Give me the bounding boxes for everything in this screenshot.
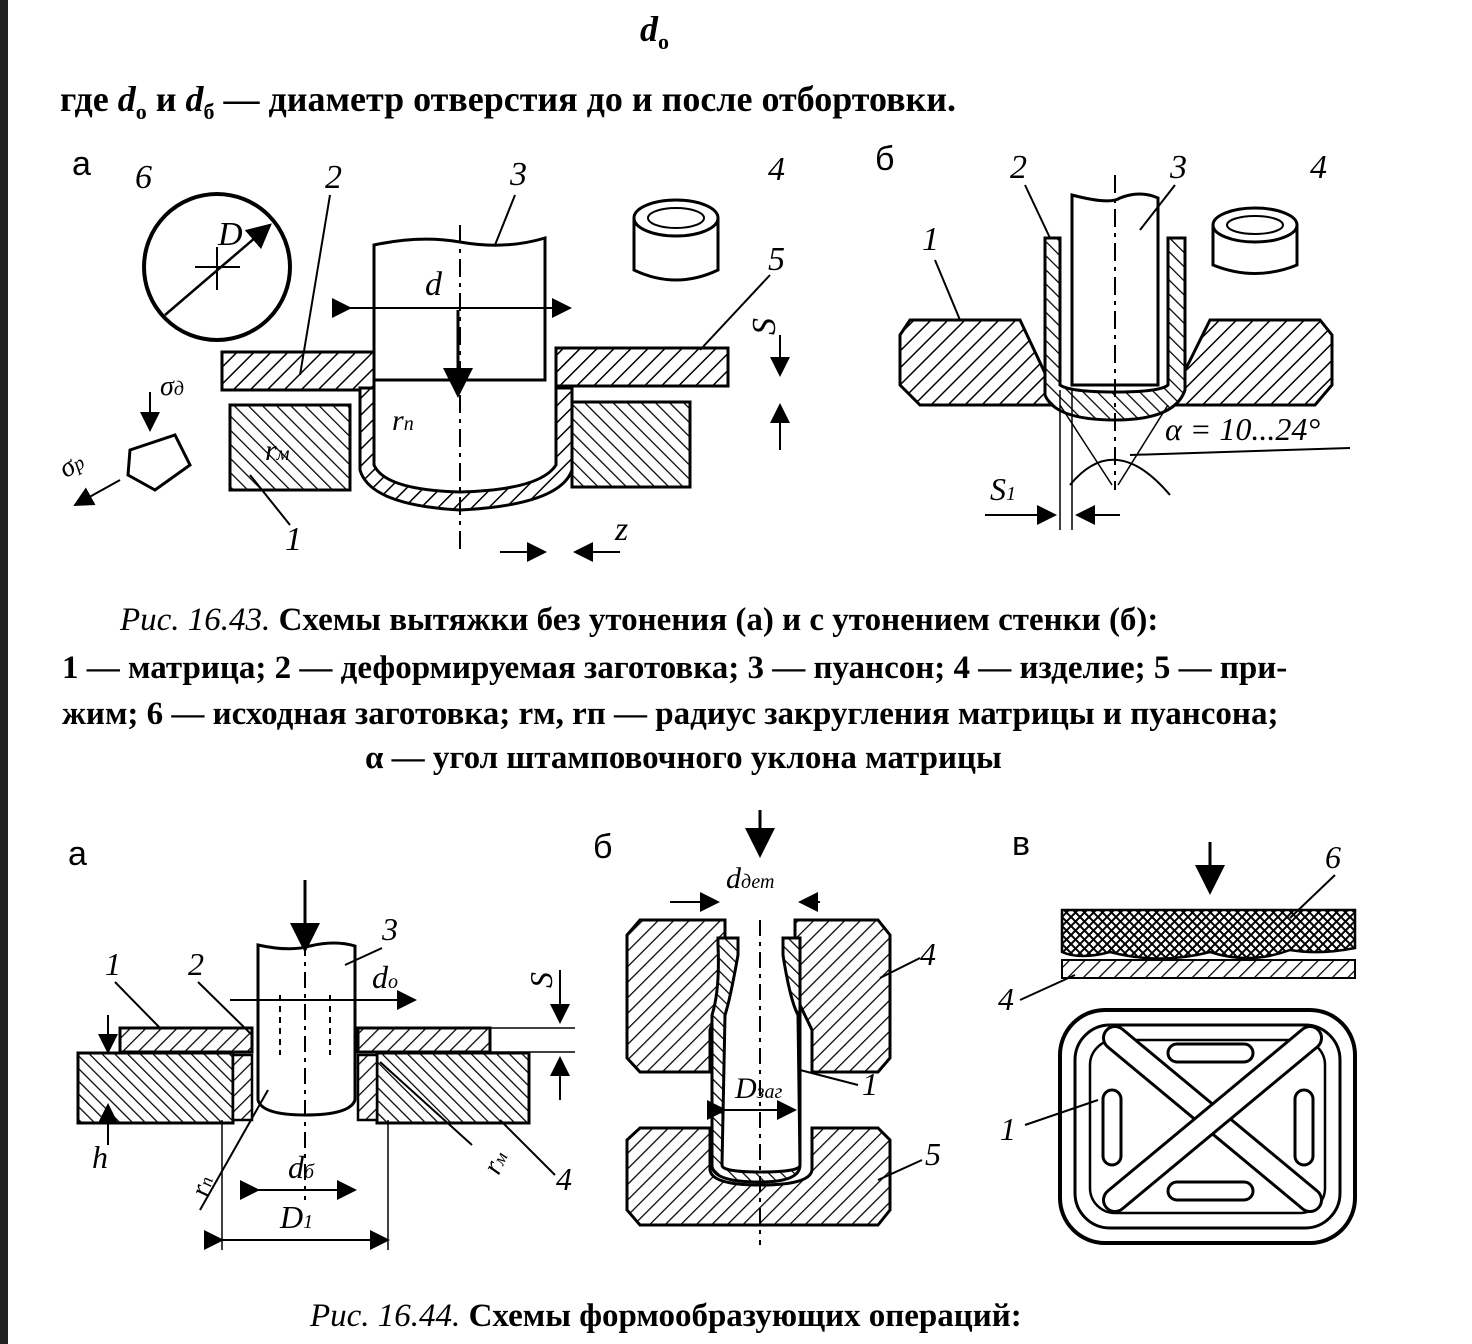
flanging-die-right <box>375 1051 531 1125</box>
label-b-4: 4 <box>1310 149 1327 186</box>
fig44-panel-b-label: б <box>593 828 612 866</box>
where-line: где dо и dб — диаметр отверстия до и пос… <box>60 79 956 125</box>
figure-16-43: а 6 D d 3 2 4 5 1 S z rм rп σд σр б <box>54 140 1351 562</box>
label-c-6: 6 <box>1325 839 1341 875</box>
bulging-die-lower <box>625 1126 892 1227</box>
label-1: 1 <box>285 521 302 558</box>
fig44-panel-c-label: в <box>1012 825 1030 863</box>
blank-holder-left <box>220 350 376 392</box>
label-b-1: 1 <box>922 221 939 258</box>
label-h: h <box>92 1139 108 1175</box>
ironed-product <box>1211 225 1299 275</box>
label-2: 2 <box>325 159 342 196</box>
fig43-caption-line4: α — угол штамповочного уклона матрицы <box>365 740 1002 776</box>
label-6: 6 <box>135 159 152 196</box>
label-z: z <box>614 511 628 548</box>
label-b-2: 2 <box>1010 149 1027 186</box>
label-sigma-r: σр <box>54 446 90 485</box>
top-formula: dо <box>640 9 669 55</box>
rubber-pad <box>1060 908 1357 960</box>
fig43-panel-a-label: а <box>72 145 91 183</box>
sheet-blank <box>1061 959 1356 979</box>
product-cup <box>632 218 720 282</box>
fig43-caption-line2: 1 — матрица; 2 — деформируемая заготовка… <box>62 650 1288 686</box>
label-do: dо <box>372 959 398 995</box>
fig44-caption: Рис. 16.44. Схемы формообразующих операц… <box>310 1298 1022 1334</box>
label-rp: rп <box>392 404 414 437</box>
label-4: 4 <box>768 151 785 188</box>
ironed-cup <box>1043 236 1187 422</box>
fig43-panel-b-label: б <box>875 140 894 178</box>
blank-holder-right <box>554 346 730 388</box>
label-5: 5 <box>768 241 785 278</box>
label-3: 3 <box>509 156 527 193</box>
flange-blank-right <box>356 1026 492 1054</box>
label-D1: D1 <box>279 1199 313 1235</box>
flanging-die-left <box>76 1051 235 1125</box>
label-db: dб <box>288 1149 315 1185</box>
figure-16-44: а dо dб D1 S h 1 2 3 4 rп rм б dдет Dзаг… <box>68 810 1357 1250</box>
fig44-panel-a-label: а <box>68 835 87 873</box>
label-alpha: α = 10...24° <box>1165 411 1320 447</box>
ironing-die-left <box>898 318 1063 407</box>
label-a-4: 4 <box>556 1161 572 1197</box>
ironing-die-right <box>1165 318 1334 407</box>
label-c-1: 1 <box>1000 1111 1016 1147</box>
bulging-die-upper-right <box>793 918 892 1074</box>
label-S1: S1 <box>990 471 1016 507</box>
bulging-die-upper-left <box>625 918 727 1074</box>
stress-element <box>126 433 192 492</box>
label-b-4-44: 4 <box>920 936 936 972</box>
label-rm: rм <box>265 434 290 467</box>
flanging-punch <box>256 941 357 1117</box>
label-c-4: 4 <box>998 981 1014 1017</box>
label-a-1: 1 <box>105 946 121 982</box>
drawn-cup <box>358 386 574 512</box>
label-a-2: 2 <box>188 946 204 982</box>
flange-blank-left <box>118 1026 254 1054</box>
scan-edge <box>0 0 8 1344</box>
fig43-caption-line1: Рис. 16.43. Схемы вытяжки без утонения (… <box>120 602 1159 638</box>
fig43-caption-line3: жим; 6 — исходная заготовка; rм, rп — ра… <box>62 696 1279 732</box>
label-d: d <box>425 266 443 303</box>
label-sigma-d: σд <box>160 371 184 402</box>
label-D: D <box>217 216 243 253</box>
label-S-a: S <box>523 972 559 988</box>
die-right <box>570 400 692 489</box>
label-b-3: 3 <box>1169 149 1187 186</box>
label-S: S <box>746 318 783 335</box>
blank-circle <box>142 192 292 342</box>
label-a-3: 3 <box>381 911 398 947</box>
label-Dzag: Dзаг <box>734 1072 782 1105</box>
bulged-part <box>710 936 802 1184</box>
label-b-5-44: 5 <box>925 1136 941 1172</box>
label-ddet: dдет <box>726 862 774 895</box>
label-rm-a: rм <box>477 1145 515 1179</box>
label-b-1-44: 1 <box>862 1066 878 1102</box>
die-left <box>228 403 352 492</box>
